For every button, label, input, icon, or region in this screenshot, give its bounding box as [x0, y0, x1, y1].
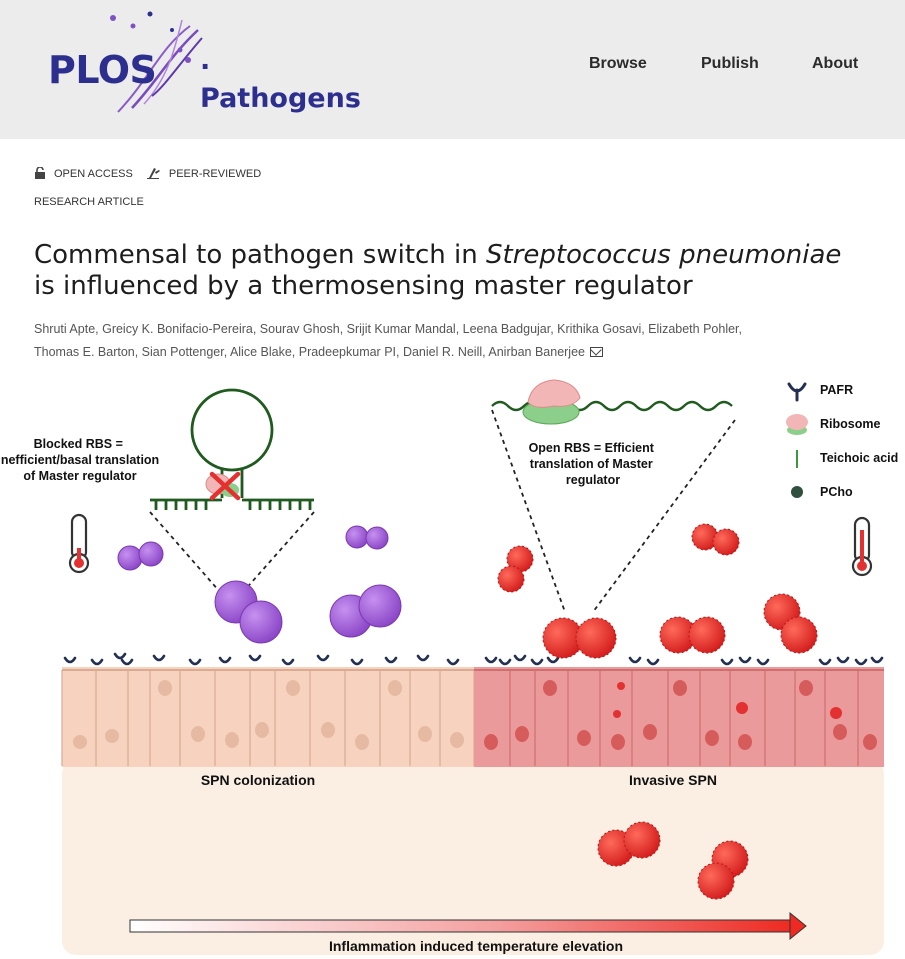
invasive-bacteria-top: [497, 523, 818, 659]
open-rbs-label: Open RBS = Efficient translation of Mast…: [529, 441, 658, 487]
epithelium-right: [474, 667, 884, 767]
open-zoom-lines: [491, 409, 736, 613]
thermometer-left-icon: [68, 513, 90, 574]
article-type: RESEARCH ARTICLE: [34, 196, 144, 208]
peer-reviewed-badge: PEER-REVIEWED: [168, 168, 262, 180]
title-species: Streptococcus pneumoniae: [486, 240, 842, 270]
legend-ribosome: Ribosome: [820, 417, 880, 431]
peer-review-icon: [146, 166, 161, 182]
ribosome-legend-icon: [786, 414, 808, 435]
mrna-open: [491, 379, 733, 425]
nav-browse[interactable]: Browse: [589, 55, 647, 72]
blocked-zoom-lines: [149, 511, 315, 593]
temperature-gradient-arrow: [129, 911, 807, 941]
legend: PAFR Ribosome Teichoic acid PCho: [786, 382, 898, 499]
invasive-bacteria-bottom: [597, 821, 749, 900]
email-icon[interactable]: [590, 347, 603, 357]
plos-pathogens-logo[interactable]: PLOS · Pathogens: [40, 8, 380, 118]
blocked-ribosome-icon: [205, 471, 241, 501]
article-title: Commensal to pathogen switch in Streptoc…: [34, 240, 842, 301]
graphical-abstract: Blocked RBS = Inefficient/basal translat…: [0, 379, 898, 955]
article-badges: OPEN ACCESS PEER-REVIEWED: [34, 165, 275, 182]
open-lock-icon: [34, 165, 46, 182]
rna-hairpin: [150, 388, 314, 510]
invasive-label: Invasive SPN: [629, 772, 717, 788]
epithelium-left: [61, 667, 475, 767]
logo-journal-text: · Pathogens: [200, 52, 361, 114]
legend-pafr: PAFR: [820, 383, 853, 397]
author-line-1[interactable]: Shruti Apte, Greicy K. Bonifacio-Pereira…: [34, 322, 742, 336]
author-line-2[interactable]: Thomas E. Barton, Sian Pottenger, Alice …: [34, 341, 900, 364]
pafr-receptors: [63, 652, 884, 666]
legend-pcho: PCho: [820, 485, 853, 499]
gradient-label: Inflammation induced temperature elevati…: [329, 938, 623, 954]
pcho-legend-icon: [791, 486, 803, 498]
blocked-rbs-label: Blocked RBS = Inefficient/basal translat…: [0, 437, 163, 483]
commensal-bacteria: [117, 525, 402, 644]
submucosa-panel: [62, 760, 884, 955]
nav-publish[interactable]: Publish: [701, 55, 759, 72]
open-access-badge: OPEN ACCESS: [54, 168, 133, 180]
thermometer-right-icon: [851, 516, 873, 577]
site-header: PLOS · Pathogens Browse Publish About: [0, 0, 905, 139]
nav-about[interactable]: About: [812, 55, 859, 72]
author-list: Shruti Apte, Greicy K. Bonifacio-Pereira…: [34, 318, 900, 364]
colonization-label: SPN colonization: [201, 772, 315, 788]
logo-plos-text: PLOS: [48, 48, 157, 92]
logo-swoosh-icon: [110, 11, 203, 113]
pafr-legend-icon: [787, 382, 807, 402]
legend-teichoic: Teichoic acid: [820, 451, 898, 465]
